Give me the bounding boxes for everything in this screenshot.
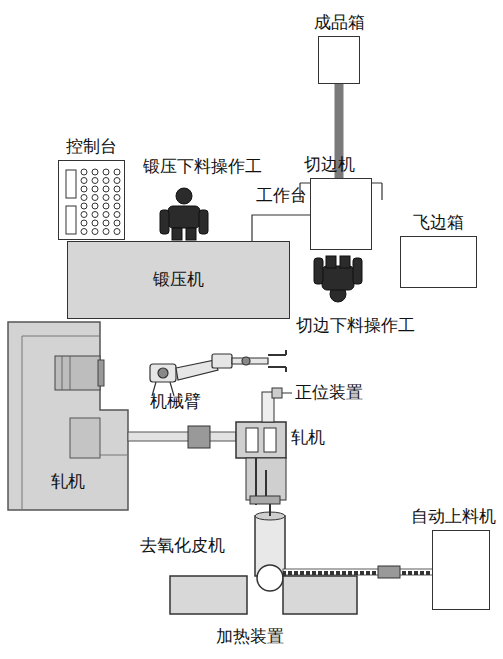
part-label: 去氧化皮机 <box>140 536 225 556</box>
panel-button <box>92 178 98 184</box>
robot-arm <box>150 350 286 396</box>
operator-label: 切边下料操作工 <box>296 316 415 336</box>
part-label: 机械臂 <box>150 392 201 412</box>
forging-press: 锻压机 <box>67 241 290 319</box>
panel-button <box>103 186 109 192</box>
panel-button <box>81 212 87 218</box>
panel-button <box>103 169 109 175</box>
panel-button <box>114 212 120 218</box>
node-label: 飞边箱 <box>413 213 464 233</box>
panel-button <box>92 169 98 175</box>
descaler <box>255 504 285 591</box>
positioning-device <box>262 388 292 422</box>
panel-button <box>114 186 120 192</box>
panel-button <box>103 220 109 226</box>
node-label: 控制台 <box>66 137 117 157</box>
panel-button <box>92 195 98 201</box>
conveyor <box>283 566 433 578</box>
worker-figure <box>160 188 208 240</box>
panel-button <box>92 229 98 235</box>
panel-button <box>114 169 120 175</box>
panel-button <box>81 178 87 184</box>
panel-button <box>103 178 109 184</box>
panel-button <box>103 203 109 209</box>
drive-shaft <box>128 426 236 448</box>
node-label: 轧机 <box>51 472 85 492</box>
panel-button <box>103 195 109 201</box>
workbench-label: 工作台 <box>256 186 307 206</box>
node-label: 切边机 <box>304 155 355 175</box>
panel-button <box>114 220 120 226</box>
panel-button <box>114 229 120 235</box>
panel-button <box>81 203 87 209</box>
heating-device <box>170 576 357 614</box>
worker-figure <box>314 256 362 302</box>
panel-button <box>103 212 109 218</box>
part-label: 轧机 <box>291 428 325 448</box>
panel-button <box>92 203 98 209</box>
panel-button <box>92 220 98 226</box>
panel-button <box>81 186 87 192</box>
panel-button <box>103 229 109 235</box>
panel-button <box>81 229 87 235</box>
panel-button <box>92 186 98 192</box>
flash-box: 飞边箱 <box>400 236 477 288</box>
trimming-press: 切边机 <box>310 178 372 250</box>
part-label: 正位装置 <box>295 383 363 403</box>
part-label: 加热装置 <box>216 627 284 647</box>
finished-box: 成品箱 <box>318 36 360 84</box>
rolling-mill-body <box>8 322 128 510</box>
node-label: 成品箱 <box>314 13 365 33</box>
panel-button <box>81 169 87 175</box>
panel-button <box>114 203 120 209</box>
control-panel <box>66 169 120 235</box>
control-desk: 控制台 <box>58 160 125 240</box>
panel-button <box>114 195 120 201</box>
node-label: 锻压机 <box>153 270 204 290</box>
panel-button <box>81 195 87 201</box>
panel-button <box>92 212 98 218</box>
node-label: 自动上料机 <box>411 507 496 527</box>
panel-button <box>81 220 87 226</box>
rolling-mill-small <box>236 422 286 505</box>
rolling-mill: 轧机 <box>8 322 128 510</box>
auto-feeder: 自动上料机 <box>432 530 490 610</box>
operator-label: 锻压下料操作工 <box>143 157 262 177</box>
panel-button <box>114 178 120 184</box>
